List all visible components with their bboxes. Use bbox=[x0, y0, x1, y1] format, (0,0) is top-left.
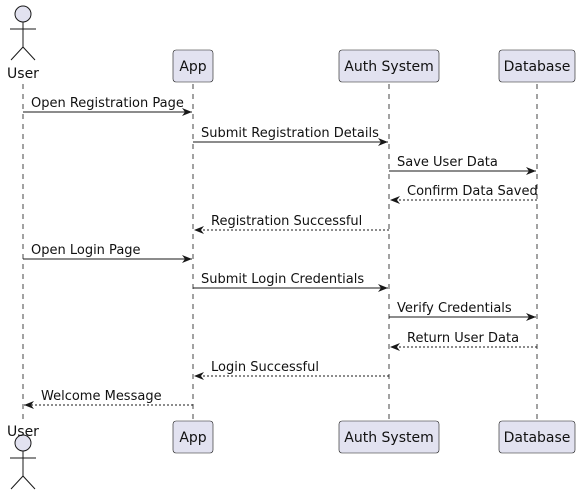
actor-user-bottom: User bbox=[7, 424, 39, 490]
message-6: Open Login Page bbox=[23, 243, 192, 263]
message-label: Return User Data bbox=[407, 331, 519, 346]
message-5: Registration Successful bbox=[194, 214, 389, 234]
message-label: Confirm Data Saved bbox=[407, 184, 538, 199]
message-label: Welcome Message bbox=[41, 389, 162, 404]
participant-label-db: Database bbox=[504, 430, 571, 446]
message-2: Submit Registration Details bbox=[193, 126, 388, 146]
lifelines bbox=[22, 84, 538, 420]
message-label: Registration Successful bbox=[211, 214, 362, 229]
participant-label-db: Database bbox=[504, 59, 571, 75]
participant-label-auth: Auth System bbox=[344, 59, 433, 75]
actor-user-top: User bbox=[7, 5, 39, 82]
participant-label-app: App bbox=[179, 59, 206, 75]
message-label: Save User Data bbox=[397, 155, 498, 170]
message-label: Open Registration Page bbox=[31, 96, 184, 111]
participant-auth-bottom: Auth System bbox=[338, 420, 440, 454]
participant-label-user: User bbox=[7, 424, 39, 440]
participants-top: User App Auth System Database bbox=[7, 5, 576, 83]
participant-db-bottom: Database bbox=[498, 420, 576, 454]
message-8: Verify Credentials bbox=[389, 301, 536, 321]
message-label: Open Login Page bbox=[31, 243, 141, 258]
message-7: Submit Login Credentials bbox=[193, 272, 388, 292]
participant-label-auth: Auth System bbox=[344, 430, 433, 446]
message-label: Verify Credentials bbox=[397, 301, 512, 316]
message-10: Login Successful bbox=[194, 360, 389, 380]
message-label: Login Successful bbox=[211, 360, 319, 375]
participant-app-top: App bbox=[172, 49, 214, 83]
participant-auth-top: Auth System bbox=[338, 49, 440, 83]
message-4: Confirm Data Saved bbox=[390, 184, 538, 204]
participant-label-app: App bbox=[179, 430, 206, 446]
participants-bottom: User App Auth System Database bbox=[7, 420, 576, 490]
actor-head-icon bbox=[14, 5, 32, 23]
message-11: Welcome Message bbox=[24, 389, 193, 409]
message-label: Submit Registration Details bbox=[201, 126, 379, 141]
message-3: Save User Data bbox=[389, 155, 536, 175]
participant-db-top: Database bbox=[498, 49, 576, 83]
message-9: Return User Data bbox=[390, 331, 537, 351]
message-1: Open Registration Page bbox=[23, 96, 192, 116]
participant-app-bottom: App bbox=[172, 420, 214, 454]
message-label: Submit Login Credentials bbox=[201, 272, 364, 287]
participant-label-user: User bbox=[7, 66, 39, 82]
